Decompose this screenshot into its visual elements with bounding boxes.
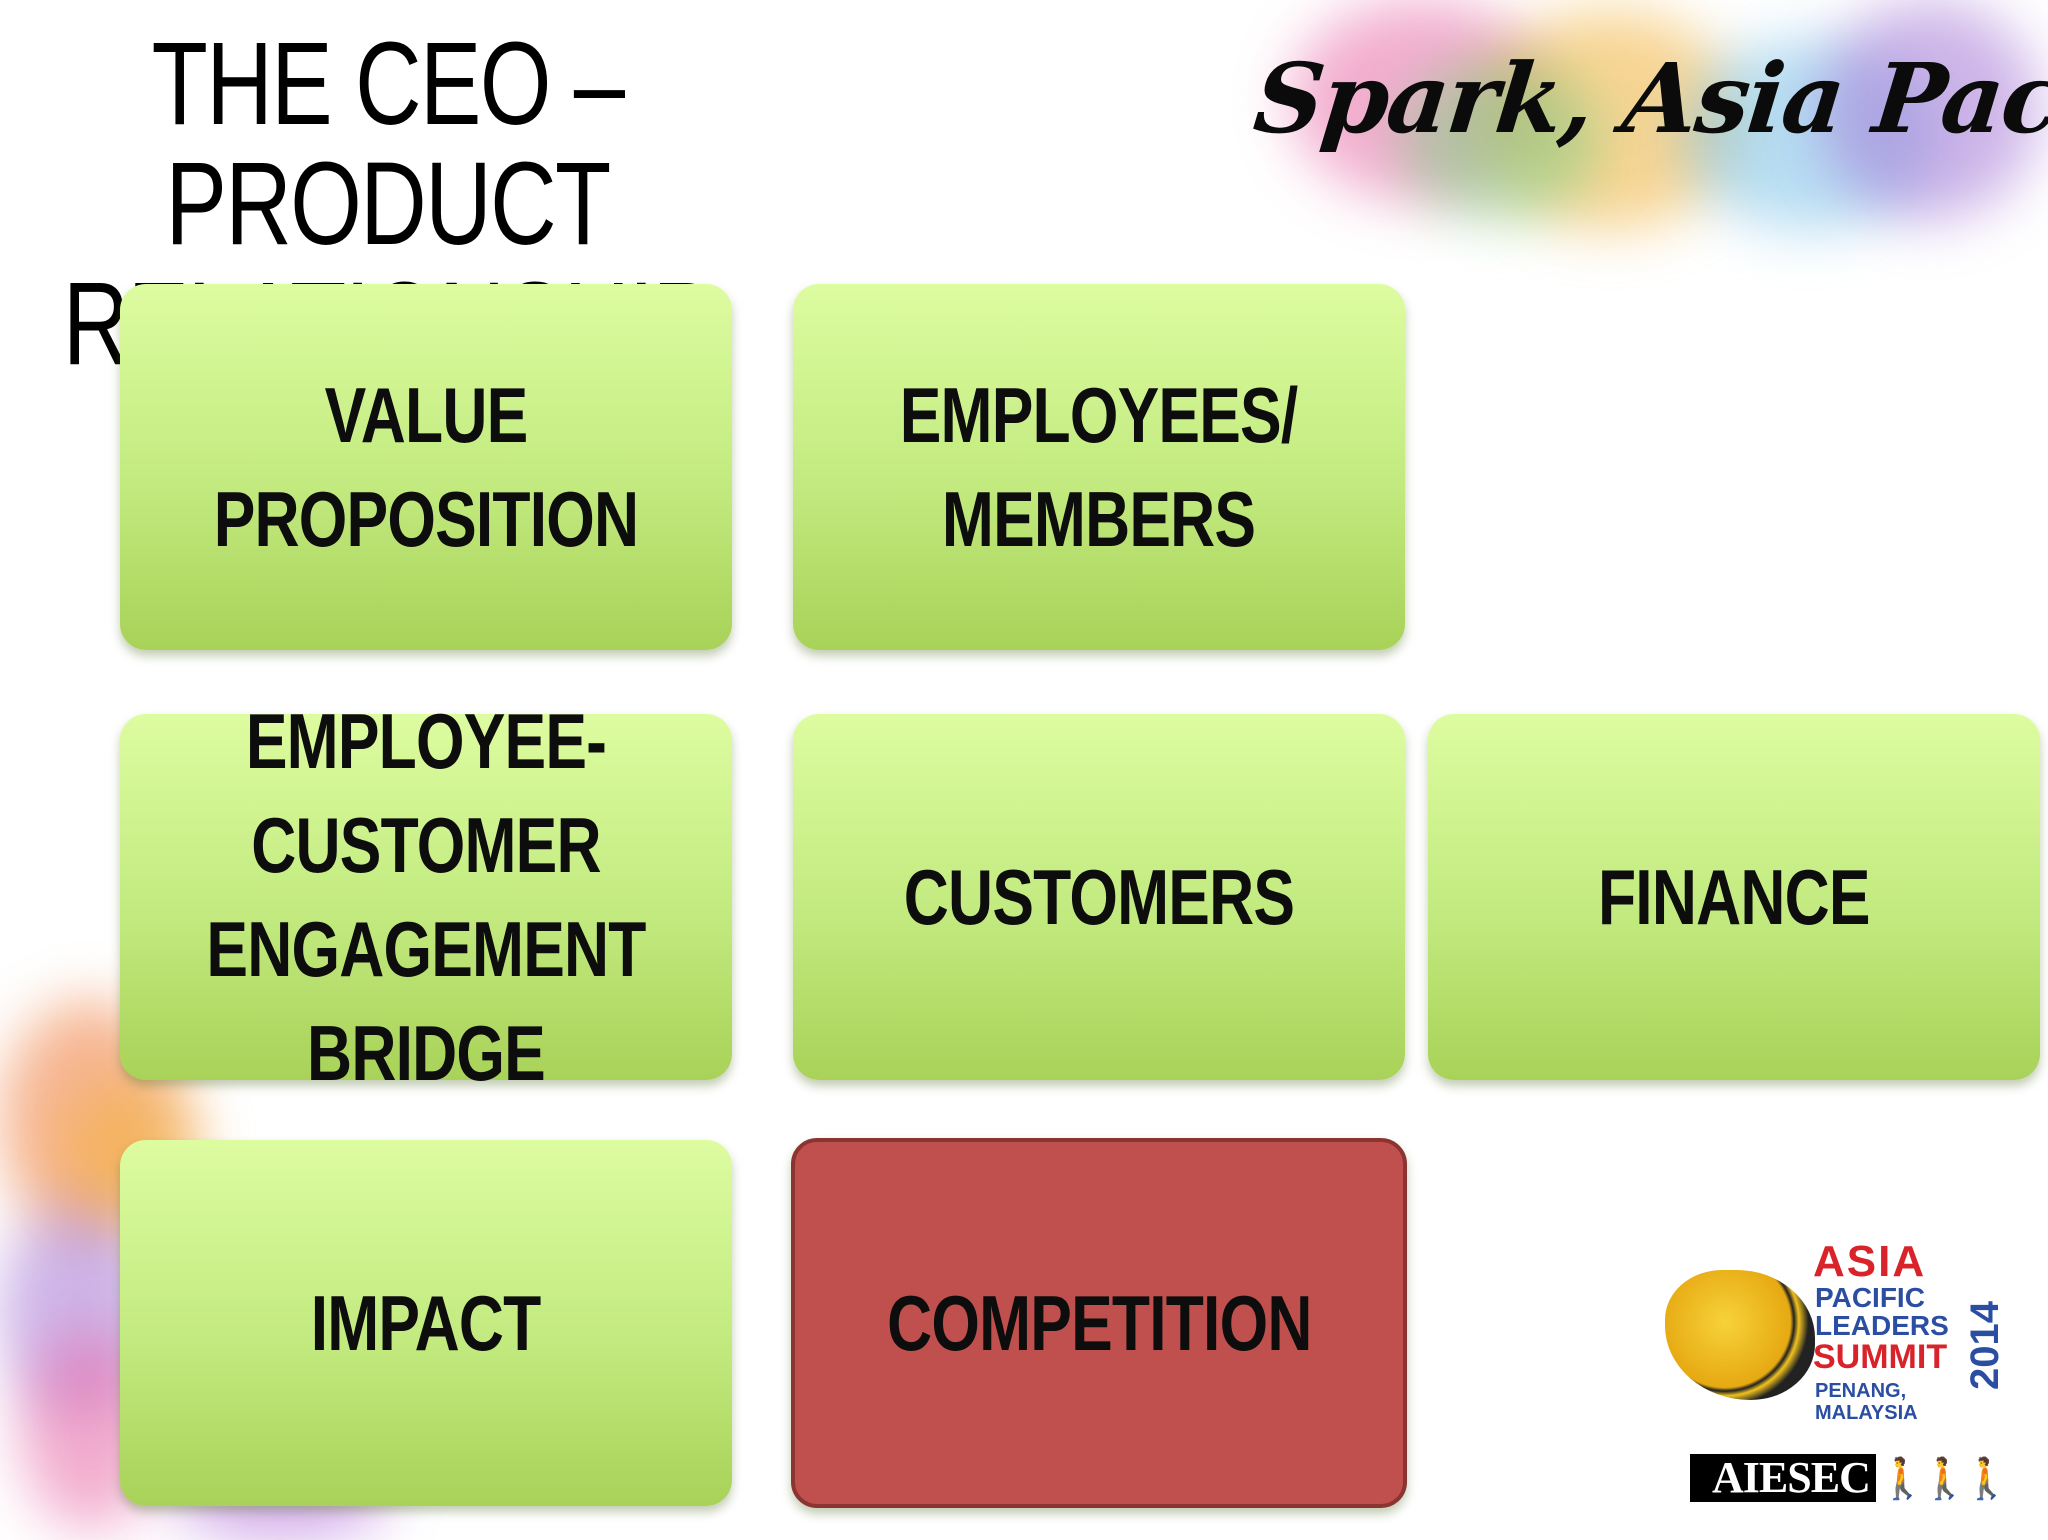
aiesec-logo: AIESEC 🚶🚶🚶 <box>1690 1454 2011 1502</box>
box-finance: FINANCE <box>1428 714 2040 1080</box>
box-customers: CUSTOMERS <box>793 714 1405 1080</box>
box-label: CUSTOMERS <box>903 853 1295 941</box>
summit-leaders-text: LEADERS <box>1815 1310 1949 1341</box>
summit-summit-text: SUMMIT <box>1813 1338 1948 1376</box>
aiesec-wordmark: AIESEC <box>1690 1454 1876 1502</box>
people-figures-icon: 🚶🚶🚶 <box>1877 1456 2011 1501</box>
summit-asia-text: ASIA <box>1813 1237 1927 1286</box>
box-impact: IMPACT <box>120 1140 732 1506</box>
box-label: FINANCE <box>1598 853 1871 941</box>
slide-title-line-1: THE CEO – PRODUCT <box>151 18 625 270</box>
box-label: EMPLOYEES/ MEMBERS <box>900 371 1299 563</box>
summit-pacific-text: PACIFIC <box>1815 1282 1925 1313</box>
summit-logo: ASIA PACIFIC LEADERS SUMMIT 2014 PENANG,… <box>1665 1240 2010 1430</box>
lion-icon <box>1665 1270 1815 1400</box>
box-label: COMPETITION <box>886 1279 1312 1367</box>
box-label: IMPACT <box>311 1279 542 1367</box>
box-employees-members: EMPLOYEES/ MEMBERS <box>793 284 1405 650</box>
box-engagement-bridge: EMPLOYEE- CUSTOMER ENGAGEMENT BRIDGE <box>120 697 732 1097</box>
brand-script-logo: Spark, Asia Pacific! <box>1249 42 2048 155</box>
box-value-proposition: VALUE PROPOSITION <box>120 284 732 650</box>
watercolor-splash <box>1400 60 1600 220</box>
box-label: VALUE PROPOSITION <box>213 371 639 563</box>
box-competition: COMPETITION <box>791 1138 1407 1508</box>
box-label: EMPLOYEE- CUSTOMER ENGAGEMENT BRIDGE <box>206 697 646 1097</box>
summit-year-text: 2014 <box>1963 1301 2007 1390</box>
watercolor-splash <box>1820 0 2040 220</box>
summit-location-text: PENANG, MALAYSIA <box>1815 1380 1918 1424</box>
